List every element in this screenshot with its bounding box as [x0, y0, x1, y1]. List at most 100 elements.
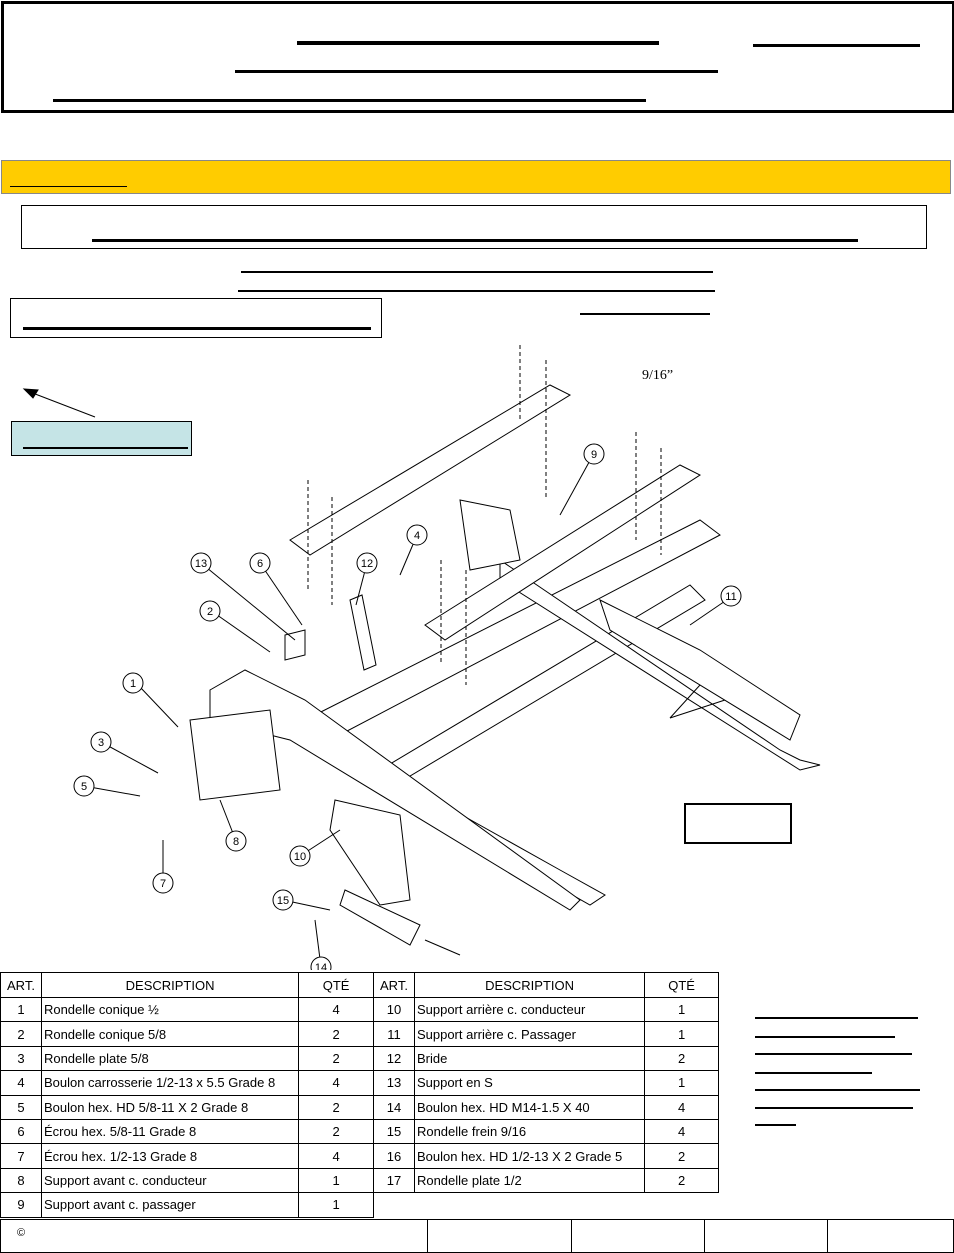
callout-1: 1 — [122, 672, 144, 694]
svg-text:12: 12 — [361, 558, 373, 570]
header-rule — [235, 70, 718, 73]
exploded-diagram: 1 2 3 4 5 6 7 8 9 10 11 12 13 14 15 — [22, 345, 821, 970]
svg-text:6: 6 — [257, 558, 263, 570]
rear-bracket-passenger — [599, 599, 801, 741]
footer-cell-divider — [827, 1220, 828, 1252]
callout-15: 15 — [272, 889, 294, 911]
part-quantity: 4 — [298, 1070, 374, 1096]
part-number: 14 — [373, 1094, 415, 1120]
part-number: 13 — [373, 1070, 415, 1096]
col-description-header: DESCRIPTION — [40, 972, 300, 998]
part-quantity: 4 — [644, 1118, 719, 1145]
callout-9: 9 — [583, 443, 605, 465]
text-rule — [580, 313, 710, 315]
side-rule — [755, 1053, 912, 1055]
part-description: Rondelle conique ½ — [40, 996, 300, 1023]
svg-text:1: 1 — [130, 678, 136, 690]
part-quantity: 1 — [298, 1192, 374, 1218]
callout-7: 7 — [152, 872, 174, 894]
callout-6: 6 — [249, 552, 271, 574]
col-art-header: ART. — [0, 972, 42, 998]
clamp — [349, 594, 377, 671]
warning-bar — [1, 160, 951, 194]
part-description: Boulon hex. HD 5/8-11 X 2 Grade 8 — [40, 1094, 300, 1120]
part-quantity: 1 — [644, 996, 719, 1023]
part-number: 2 — [0, 1021, 42, 1047]
footer-bar — [0, 1219, 954, 1253]
part-quantity: 1 — [298, 1167, 374, 1194]
table-header-row: ART. DESCRIPTION QTÉ — [373, 972, 719, 998]
footer-cell-divider — [571, 1220, 572, 1252]
frame-bracket — [459, 499, 521, 571]
part-number: 4 — [0, 1070, 42, 1096]
part-number: 11 — [373, 1021, 415, 1047]
callout-2: 2 — [199, 600, 221, 622]
svg-text:15: 15 — [277, 895, 289, 907]
part-number: 15 — [373, 1118, 415, 1145]
part-number: 16 — [373, 1143, 415, 1169]
part-description: Boulon hex. HD 1/2-13 X 2 Grade 5 — [413, 1143, 646, 1169]
note-rule — [23, 327, 371, 330]
part-description: Support en S — [413, 1070, 646, 1096]
part-quantity: 2 — [644, 1045, 719, 1072]
frame-beam-right — [499, 559, 821, 771]
part-number: 9 — [0, 1192, 42, 1218]
part-description: Rondelle frein 9/16 — [413, 1118, 646, 1145]
svg-text:8: 8 — [233, 836, 239, 848]
header-rule — [753, 44, 920, 47]
svg-text:14: 14 — [315, 962, 327, 970]
col-description-header: DESCRIPTION — [413, 972, 646, 998]
part-quantity: 2 — [298, 1118, 374, 1145]
svg-text:11: 11 — [725, 591, 736, 603]
part-description: Boulon carrosserie 1/2-13 x 5.5 Grade 8 — [40, 1070, 300, 1096]
callout-markers: 1 2 3 4 5 6 7 8 9 10 11 12 13 14 15 — [73, 443, 742, 970]
s-bracket — [284, 629, 306, 661]
part-description: Support arrière c. conducteur — [413, 996, 646, 1023]
part-number: 1 — [0, 996, 42, 1023]
part-quantity: 2 — [644, 1143, 719, 1169]
svg-text:3: 3 — [98, 737, 104, 749]
part-quantity: 2 — [298, 1094, 374, 1120]
copyright-symbol: © — [17, 1227, 26, 1239]
part-number: 7 — [0, 1143, 42, 1169]
part-quantity: 2 — [644, 1167, 719, 1194]
leader-arrow — [669, 699, 726, 719]
warning-rule — [10, 186, 127, 187]
callout-12: 12 — [356, 552, 378, 574]
text-rule — [238, 290, 715, 292]
part-number: 6 — [0, 1118, 42, 1145]
header-rule — [53, 99, 646, 102]
svg-text:9: 9 — [591, 449, 597, 461]
callout-13: 13 — [190, 552, 212, 574]
callout-3: 3 — [90, 731, 112, 753]
part-quantity: 2 — [298, 1045, 374, 1072]
side-rule — [755, 1107, 913, 1109]
part-number: 8 — [0, 1167, 42, 1194]
text-rule — [241, 271, 713, 273]
part-description: Écrou hex. 1/2-13 Grade 8 — [40, 1143, 300, 1169]
front-arrow-line — [29, 391, 96, 418]
front-arrow-head — [22, 388, 39, 399]
leader-arrow — [669, 684, 701, 719]
footer-cell-divider — [704, 1220, 705, 1252]
side-rule — [755, 1124, 796, 1126]
dimension-label: 9/16” — [642, 368, 674, 383]
svg-text:4: 4 — [414, 530, 420, 542]
front-label-box — [11, 421, 192, 456]
header-box — [1, 1, 954, 113]
col-qty-header: QTÉ — [644, 972, 719, 998]
svg-text:13: 13 — [195, 558, 207, 570]
